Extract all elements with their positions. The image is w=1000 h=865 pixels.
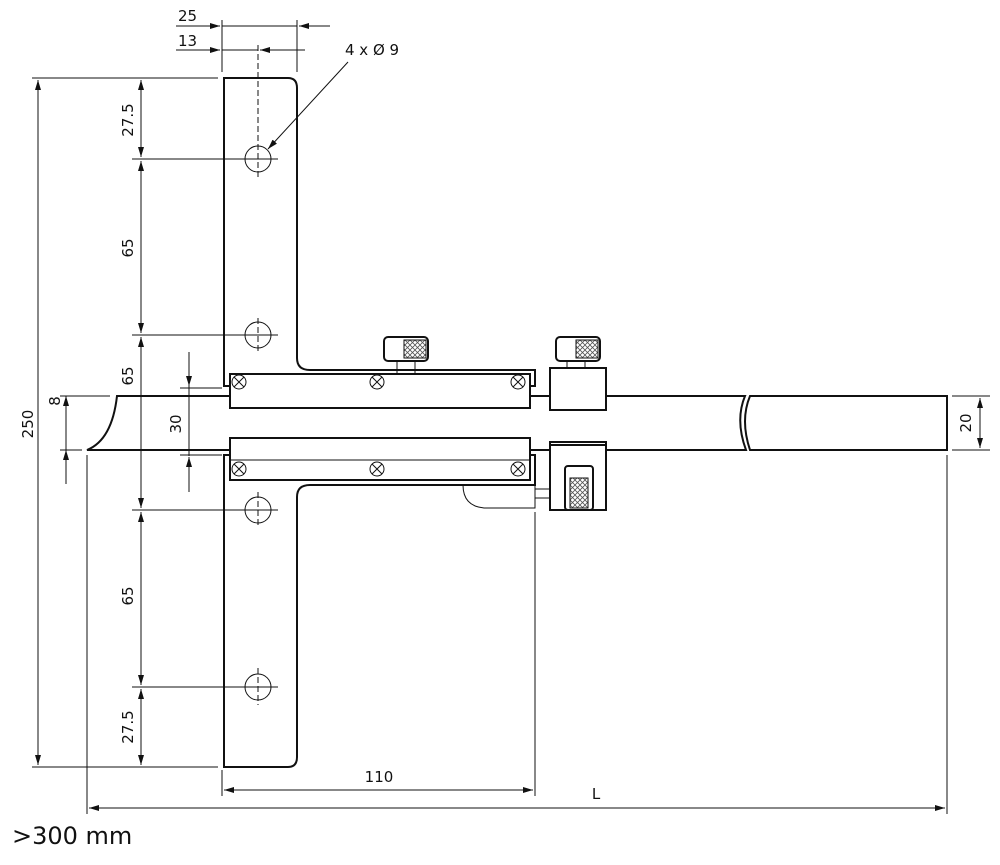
dim-top-27-5: 27.5 [119,103,137,136]
size-caption: >300 mm [12,822,133,850]
dim-mid-65: 65 [119,366,137,385]
dim-13: 13 [178,32,197,50]
dim-holes: 4 x Ø 9 [345,41,399,59]
dim-8: 8 [46,396,64,406]
hook-tab [462,484,536,509]
dim-L: L [592,785,601,803]
dim-110: 110 [365,768,394,786]
dim-250: 250 [19,410,37,439]
screw-icon [510,374,526,390]
dim-bottom-27-5: 27.5 [119,710,137,743]
screw-icon [231,374,247,390]
upper-plate [223,77,536,387]
screw-icon [369,461,385,477]
slider-upper [549,367,607,411]
dim-bottom-65: 65 [119,586,137,605]
screw-icon [510,461,526,477]
dim-25: 25 [178,7,197,25]
screw-icon [369,374,385,390]
knurled-knob-icon [383,336,429,375]
dim-30: 30 [167,414,185,433]
screw-icon [231,461,247,477]
knurled-knob-icon [555,336,601,371]
dim-top-65: 65 [119,238,137,257]
lower-clamp-bar [229,437,531,481]
beam-end [744,395,948,451]
lower-plate [223,454,536,768]
dim-20: 20 [957,413,975,432]
